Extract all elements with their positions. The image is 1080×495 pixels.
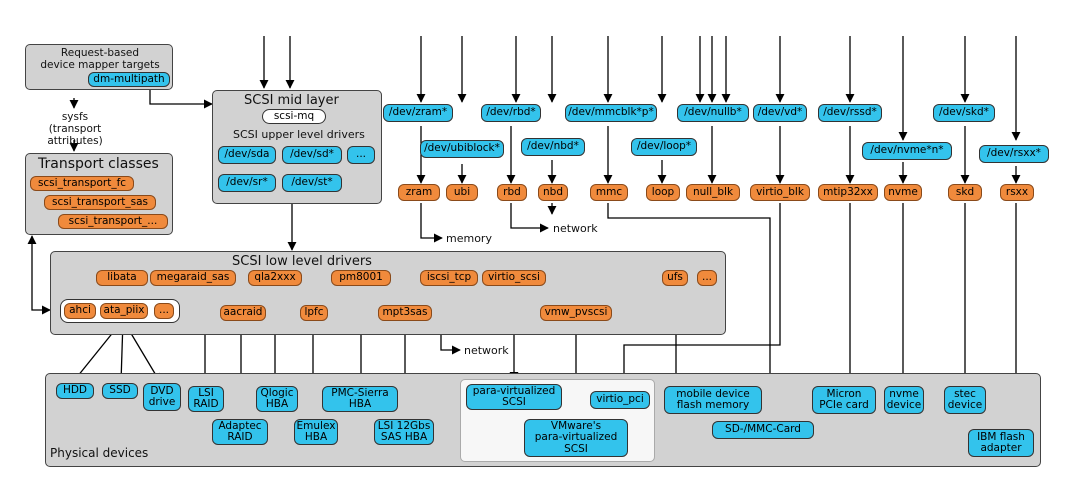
dev-zram: /dev/zram* bbox=[383, 104, 453, 122]
driver-mmc: mmc bbox=[590, 184, 628, 201]
phys-nvme-device: nvme device bbox=[884, 386, 924, 414]
dev-rssd: /dev/rssd* bbox=[818, 104, 882, 122]
transport-classes-title: Transport classes bbox=[38, 156, 159, 172]
dev-st: /dev/st* bbox=[282, 174, 342, 192]
scsi-lld-title: SCSI low level drivers bbox=[232, 254, 372, 269]
dev-nullb: /dev/nullb* bbox=[677, 104, 749, 122]
scsi-upper-drivers-title: SCSI upper level drivers bbox=[233, 128, 365, 141]
dev-sr: /dev/sr* bbox=[218, 174, 276, 192]
scsi-transport-sas: scsi_transport_sas bbox=[44, 195, 156, 210]
scsi-mid-layer-title: SCSI mid layer bbox=[244, 93, 339, 108]
phys-dvd: DVD drive bbox=[143, 383, 181, 411]
dev-nbd: /dev/nbd* bbox=[521, 138, 585, 156]
phys-mobile-flash: mobile device flash memory bbox=[664, 386, 762, 414]
scsi-transport-more: scsi_transport_... bbox=[58, 214, 168, 229]
driver-loop: loop bbox=[646, 184, 680, 201]
phys-ssd: SSD bbox=[102, 383, 138, 399]
lld-libata: libata bbox=[96, 270, 148, 286]
phys-qlogic: Qlogic HBA bbox=[256, 386, 298, 412]
lld-aacraid: aacraid bbox=[220, 305, 266, 321]
lld-qla2xxx: qla2xxx bbox=[248, 270, 302, 286]
driver-null-blk: null_blk bbox=[686, 184, 740, 201]
lld-ufs: ufs bbox=[662, 270, 688, 286]
phys-lsi-sas: LSI 12Gbs SAS HBA bbox=[374, 419, 434, 445]
lld-more: ... bbox=[697, 270, 717, 286]
phys-lsi-raid: LSI RAID bbox=[188, 386, 224, 412]
physical-devices-title: Physical devices bbox=[50, 446, 149, 460]
phys-ibm-flash: IBM flash adapter bbox=[968, 429, 1034, 457]
dev-sda: /dev/sda bbox=[218, 146, 276, 164]
dev-loop: /dev/loop* bbox=[631, 138, 697, 156]
network-label-top: network bbox=[553, 222, 598, 235]
phys-pmc-sierra: PMC-Sierra HBA bbox=[322, 386, 398, 412]
phys-emulex: Emulex HBA bbox=[294, 419, 338, 445]
driver-mtip32xx: mtip32xx bbox=[818, 184, 878, 201]
dev-sd: /dev/sd* bbox=[282, 146, 342, 164]
driver-rsxx: rsxx bbox=[1000, 184, 1034, 201]
dev-rbd: /dev/rbd* bbox=[481, 104, 541, 122]
driver-zram: zram bbox=[398, 184, 440, 201]
scsi-mq-box: scsi-mq bbox=[262, 109, 326, 124]
lld-megaraid-sas: megaraid_sas bbox=[150, 270, 236, 286]
phys-vmware-scsi: VMware's para-virtualized SCSI bbox=[524, 419, 628, 457]
dev-vd: /dev/vd* bbox=[753, 104, 807, 122]
phys-micron: Micron PCIe card bbox=[812, 386, 876, 414]
dev-nvme: /dev/nvme*n* bbox=[862, 142, 952, 160]
lld-ahci: ahci bbox=[64, 303, 96, 319]
device-mapper-title: Request-based device mapper targets bbox=[40, 47, 160, 72]
lld-virtio-scsi: virtio_scsi bbox=[482, 270, 546, 286]
driver-nvme: nvme bbox=[884, 184, 922, 201]
driver-virtio-blk: virtio_blk bbox=[750, 184, 810, 201]
dev-skd: /dev/skd* bbox=[933, 104, 995, 122]
driver-rbd: rbd bbox=[497, 184, 527, 201]
lld-ata-more: ... bbox=[154, 303, 174, 319]
phys-stec: stec device bbox=[944, 386, 986, 414]
phys-sd-mmc-card: SD-/MMC-Card bbox=[712, 421, 814, 439]
driver-nbd: nbd bbox=[538, 184, 568, 201]
dm-multipath-box: dm-multipath bbox=[88, 72, 170, 87]
lld-pm8001: pm8001 bbox=[331, 270, 391, 286]
phys-hdd: HDD bbox=[56, 383, 94, 399]
driver-skd: skd bbox=[948, 184, 982, 201]
phys-virtio-pci: virtio_pci bbox=[590, 391, 650, 409]
lld-iscsi-tcp: iscsi_tcp bbox=[420, 270, 478, 286]
network-label-bottom: network bbox=[464, 344, 509, 357]
driver-ubi: ubi bbox=[446, 184, 478, 201]
memory-label: memory bbox=[446, 232, 492, 245]
dev-mmcblk: /dev/mmcblk*p* bbox=[565, 104, 657, 122]
sysfs-label: sysfs (transport attributes) bbox=[47, 111, 103, 148]
lld-ata-piix: ata_piix bbox=[100, 303, 148, 319]
dev-more: ... bbox=[347, 146, 375, 164]
lld-lpfc: lpfc bbox=[300, 305, 328, 321]
dev-rsxx: /dev/rsxx* bbox=[979, 145, 1049, 163]
phys-adaptec: Adaptec RAID bbox=[212, 419, 268, 445]
scsi-transport-fc: scsi_transport_fc bbox=[30, 176, 134, 191]
dev-ubiblock: /dev/ubiblock* bbox=[420, 140, 504, 158]
phys-para-virtualized-scsi: para-virtualized SCSI bbox=[466, 384, 562, 410]
lld-vmw-pvscsi: vmw_pvscsi bbox=[540, 305, 612, 321]
lld-mpt3sas: mpt3sas bbox=[378, 305, 432, 321]
